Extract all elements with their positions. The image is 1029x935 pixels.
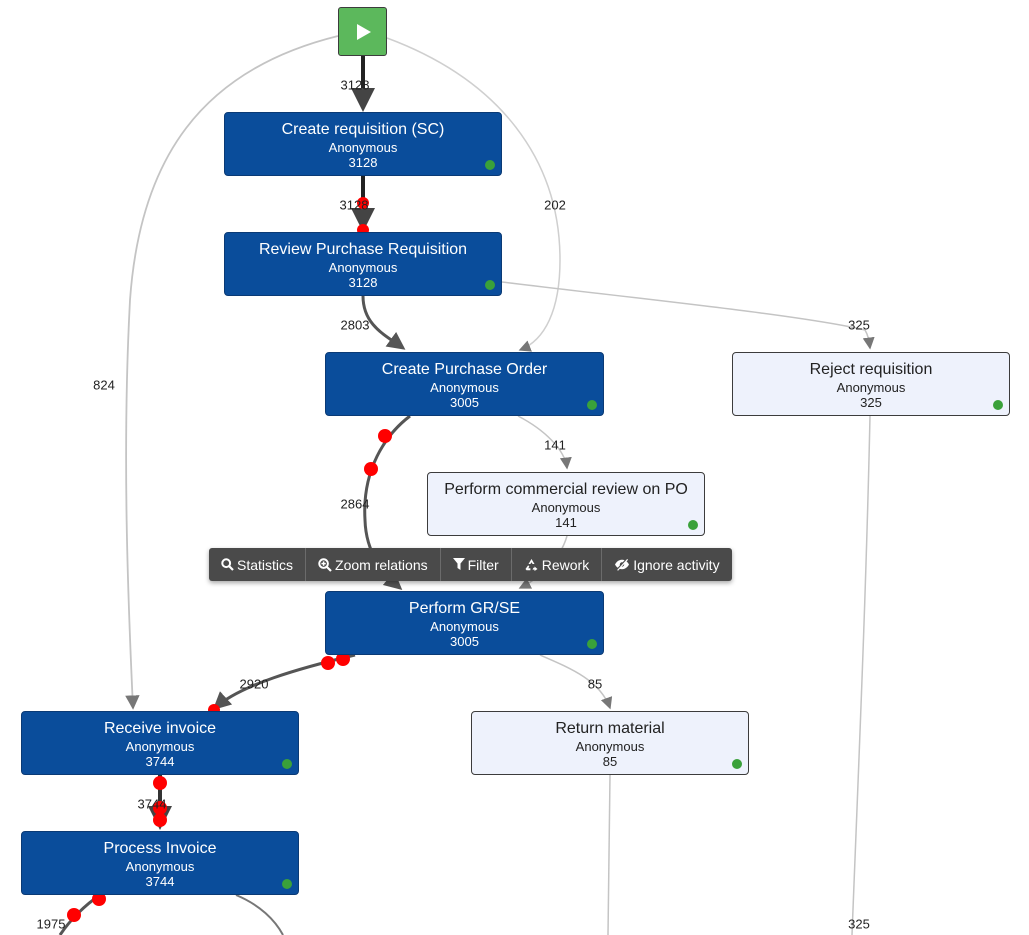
statistics-button[interactable]: Statistics [209, 548, 307, 581]
bottleneck-dot [153, 801, 167, 815]
edge-label-start-receive: 824 [93, 377, 115, 393]
edge-start-receive[interactable] [125, 35, 339, 710]
node-name: Create requisition (SC) [281, 121, 445, 138]
node-count: 3744 [145, 874, 175, 889]
status-dot [732, 759, 742, 769]
status-dot [282, 879, 292, 889]
edge-review-reject[interactable] [501, 281, 875, 350]
bottleneck-dot [321, 656, 335, 670]
node-user: Anonymous [836, 380, 906, 395]
node-review-requisition[interactable]: Review Purchase Requisition Anonymous 31… [224, 232, 502, 296]
edge-reject-out[interactable] [851, 415, 871, 935]
status-dot [282, 759, 292, 769]
bottleneck-dot [67, 908, 81, 922]
edge-label-process-out: 1975 [36, 916, 66, 932]
node-create-requisition[interactable]: Create requisition (SC) Anonymous 3128 [224, 112, 502, 176]
node-reject-requisition[interactable]: Reject requisition Anonymous 325 [732, 352, 1010, 416]
node-name: Process Invoice [103, 840, 217, 857]
node-name: Create Purchase Order [381, 361, 548, 378]
node-count: 3005 [450, 395, 479, 410]
edge-review-po[interactable] [361, 295, 406, 350]
status-dot [688, 520, 698, 530]
node-create-purchase-order[interactable]: Create Purchase Order Anonymous 3005 [325, 352, 604, 416]
bottleneck-dot [364, 462, 378, 476]
edge-po-commercial[interactable] [517, 415, 572, 470]
status-dot [485, 280, 495, 290]
edge-label-reject-out: 325 [848, 916, 870, 932]
status-dot [485, 160, 495, 170]
node-count: 3128 [348, 155, 378, 170]
status-dot [993, 400, 1003, 410]
filter-button[interactable]: Filter [441, 548, 512, 581]
bottleneck-dot [153, 776, 167, 790]
node-name: Reject requisition [809, 361, 933, 378]
play-icon [356, 23, 371, 40]
edge-label-po-commercial: 141 [544, 437, 566, 453]
bottleneck-dot [336, 652, 350, 666]
node-user: Anonymous [125, 739, 195, 754]
edge-gr-return[interactable] [539, 654, 613, 710]
recycle-icon [525, 558, 538, 571]
ignore-activity-button[interactable]: Ignore activity [602, 548, 731, 581]
zoom-in-icon [318, 557, 332, 572]
node-user: Anonymous [430, 619, 499, 634]
node-user: Anonymous [328, 140, 398, 155]
status-dot [587, 400, 597, 410]
node-perform-gr-se[interactable]: Perform GR/SE Anonymous 3005 [325, 591, 604, 655]
node-count: 3128 [348, 275, 378, 290]
bottleneck-dot [153, 813, 167, 827]
edge-label-create-review: 3128 [339, 197, 369, 213]
node-user: Anonymous [531, 500, 601, 515]
edge-gr-receive[interactable] [212, 653, 356, 711]
edge-process-out-right[interactable] [235, 894, 284, 935]
edge-label-receive-process: 3744 [137, 796, 167, 812]
status-dot [587, 639, 597, 649]
zoom-relations-label: Zoom relations [335, 556, 428, 573]
node-user: Anonymous [125, 859, 195, 874]
edge-label-gr-return: 85 [587, 676, 603, 692]
statistics-label: Statistics [237, 556, 294, 573]
node-process-invoice[interactable]: Process Invoice Anonymous 3744 [21, 831, 299, 895]
node-commercial-review[interactable]: Perform commercial review on PO Anonymou… [427, 472, 705, 536]
edge-label-gr-receive: 2920 [239, 676, 269, 692]
node-user: Anonymous [430, 380, 499, 395]
node-count: 3005 [450, 634, 479, 649]
edge-return-out[interactable] [607, 774, 611, 935]
bottleneck-dot [357, 197, 369, 209]
node-name: Return material [555, 720, 665, 737]
bottleneck-markers [67, 197, 392, 922]
edge-start-po[interactable] [386, 37, 561, 352]
eye-slash-icon [615, 558, 630, 571]
node-name: Receive invoice [103, 720, 217, 737]
edge-label-start-create: 3128 [340, 77, 370, 93]
filter-icon [452, 558, 465, 570]
node-name: Review Purchase Requisition [258, 241, 468, 258]
edge-label-review-po: 2803 [340, 317, 370, 333]
node-count: 3744 [145, 754, 175, 769]
search-icon [221, 558, 234, 571]
rework-label: Rework [541, 556, 590, 573]
node-receive-invoice[interactable]: Receive invoice Anonymous 3744 [21, 711, 299, 775]
node-count: 141 [555, 515, 577, 530]
node-count: 85 [602, 754, 618, 769]
edge-label-start-po: 202 [544, 197, 566, 213]
node-context-toolbar: Statistics Zoom relations Filter Rework [209, 548, 732, 581]
filter-label: Filter [467, 556, 499, 573]
node-name: Perform GR/SE [408, 600, 521, 617]
node-user: Anonymous [328, 260, 398, 275]
bottleneck-dot [378, 429, 392, 443]
node-count: 325 [860, 395, 882, 410]
rework-button[interactable]: Rework [512, 548, 603, 581]
node-user: Anonymous [575, 739, 645, 754]
node-return-material[interactable]: Return material Anonymous 85 [471, 711, 749, 775]
edge-label-po-gr: 2864 [340, 496, 370, 512]
ignore-activity-label: Ignore activity [633, 556, 720, 573]
node-name: Perform commercial review on PO [444, 481, 688, 498]
bottleneck-dot [92, 892, 106, 906]
edge-label-review-reject: 325 [848, 317, 870, 333]
start-node[interactable] [338, 7, 387, 56]
zoom-relations-button[interactable]: Zoom relations [306, 548, 441, 581]
